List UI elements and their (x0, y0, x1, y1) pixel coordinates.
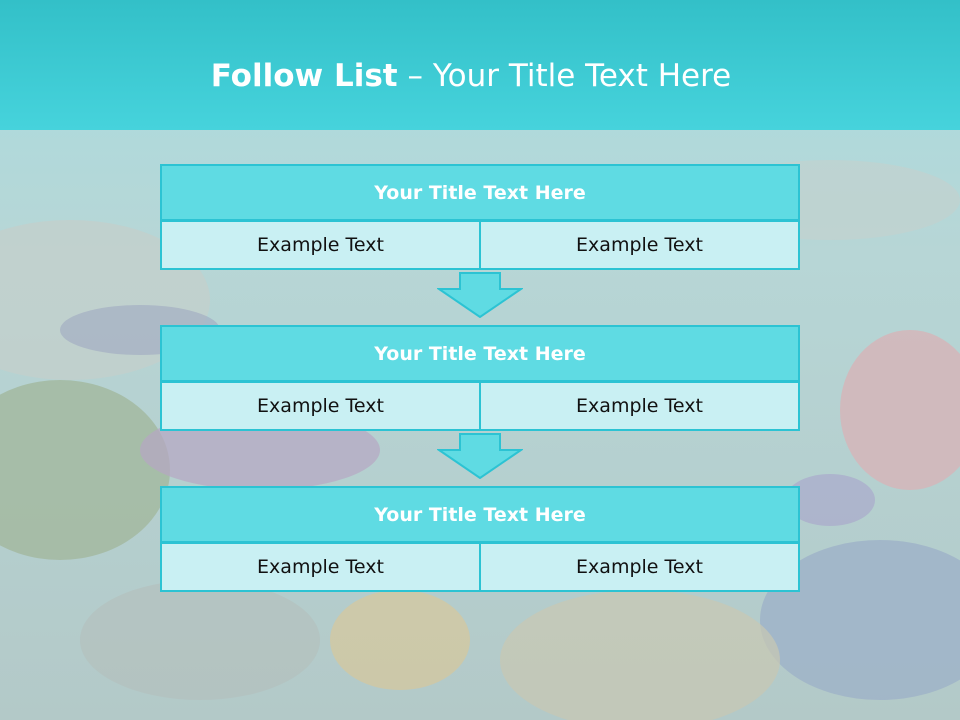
step-cell-left: Example Text (160, 220, 481, 270)
step-title: Your Title Text Here (160, 164, 800, 221)
arrow-down-icon (437, 272, 523, 318)
step-cell-left: Example Text (160, 381, 481, 431)
slide-title: Follow List – Your Title Text Here (0, 56, 942, 96)
step-cell-right: Example Text (479, 220, 800, 270)
step-cell-right: Example Text (479, 542, 800, 592)
arrow-down-icon (437, 433, 523, 479)
step-row: Example Text Example Text (160, 542, 800, 592)
step-title: Your Title Text Here (160, 486, 800, 543)
step-block-2: Your Title Text Here Example Text Exampl… (160, 325, 800, 431)
step-title: Your Title Text Here (160, 325, 800, 382)
step-cell-left: Example Text (160, 542, 481, 592)
step-block-3: Your Title Text Here Example Text Exampl… (160, 486, 800, 592)
slide-title-rest: – Your Title Text Here (407, 58, 732, 94)
step-block-1: Your Title Text Here Example Text Exampl… (160, 164, 800, 270)
slide-title-bold: Follow List (210, 58, 398, 94)
step-row: Example Text Example Text (160, 220, 800, 270)
step-row: Example Text Example Text (160, 381, 800, 431)
step-cell-right: Example Text (479, 381, 800, 431)
